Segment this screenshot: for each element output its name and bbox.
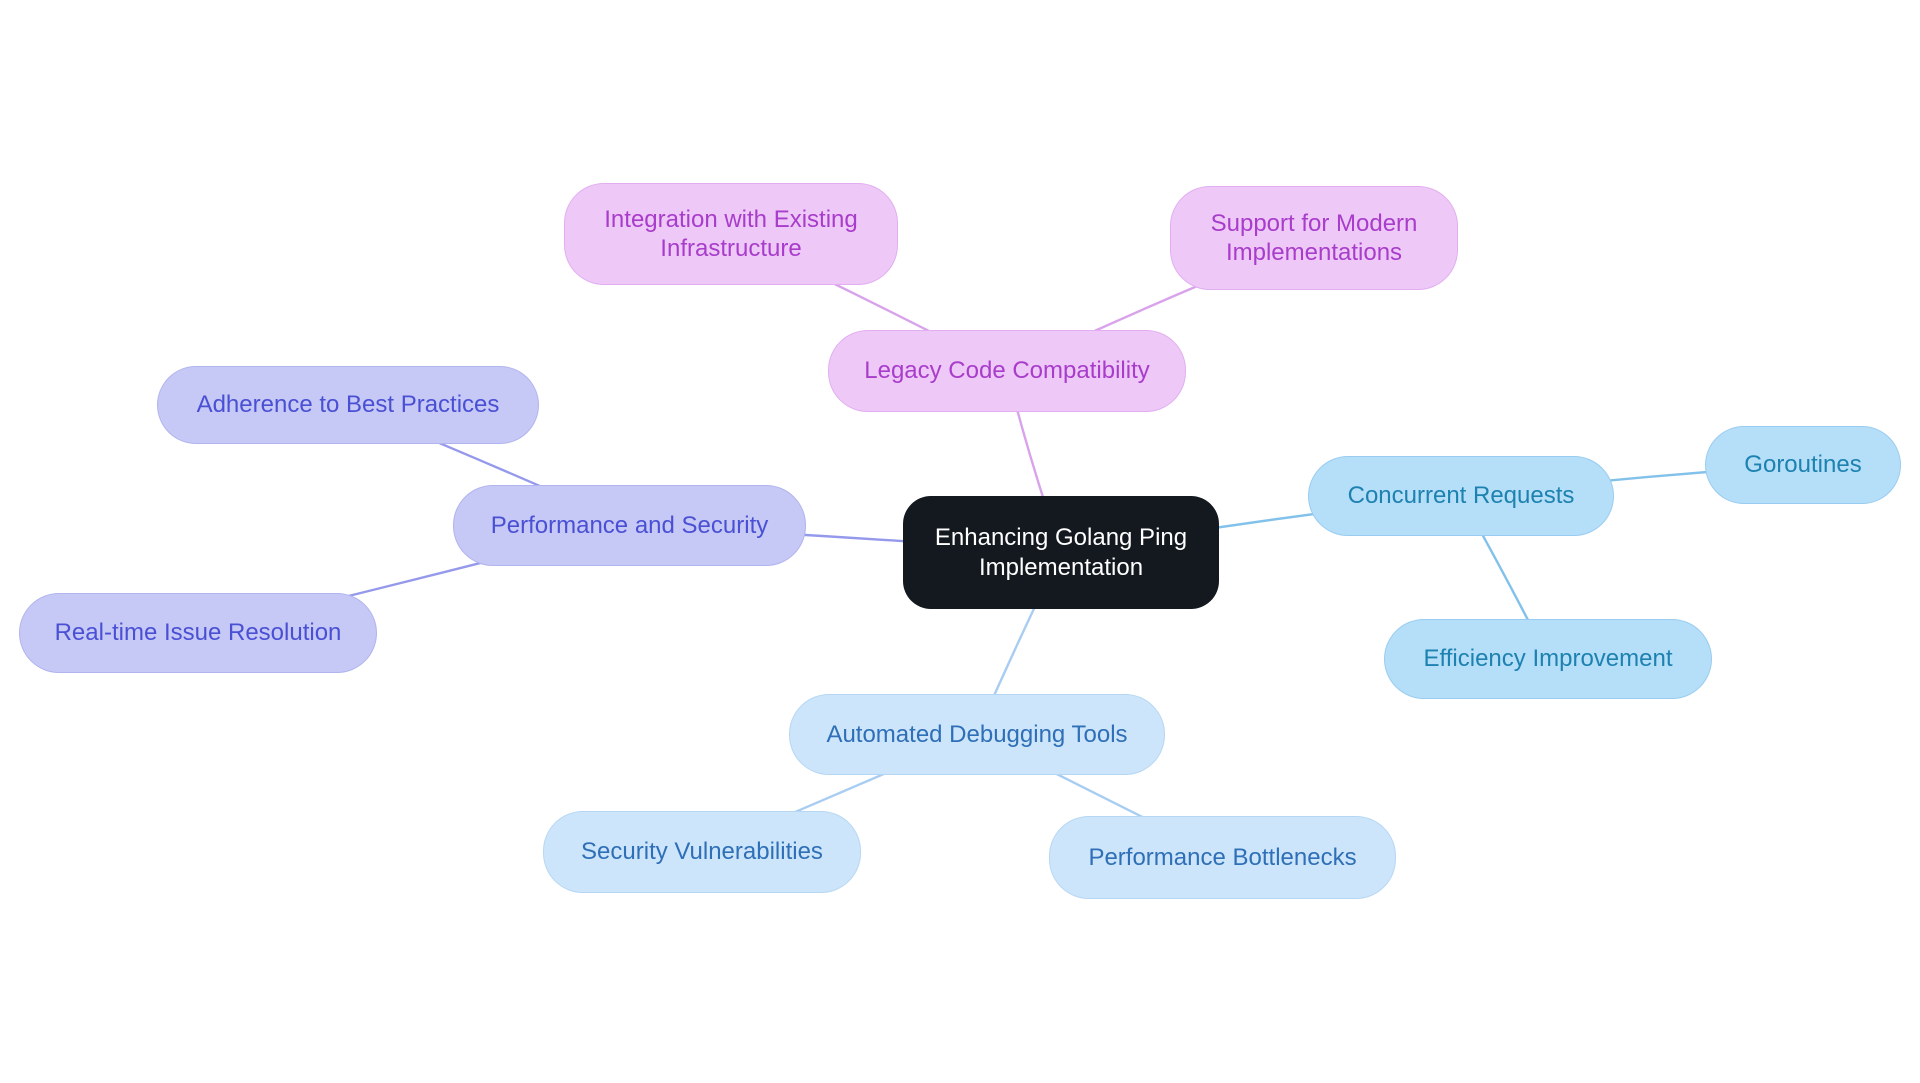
node-goroutines[interactable]: Goroutines [1705,426,1901,504]
node-label: Real-time Issue Resolution [54,619,342,647]
node-performance-and-security[interactable]: Performance and Security [453,485,806,566]
node-security-vulnerabilities[interactable]: Security Vulnerabilities [543,811,861,893]
node-concurrent-requests[interactable]: Concurrent Requests [1308,456,1614,536]
node-efficiency-improvement[interactable]: Efficiency Improvement [1384,619,1712,699]
node-label: Legacy Code Compatibility [864,357,1150,385]
node-label: Integration with Existing Infrastructure [604,205,858,262]
node-label: Security Vulnerabilities [581,838,823,866]
node-real-time-issue-resolution[interactable]: Real-time Issue Resolution [19,593,377,673]
node-label: Support for Modern Implementations [1210,209,1418,266]
node-integration-with-existing-infrastructure[interactable]: Integration with Existing Infrastructure [564,183,898,285]
node-adherence-to-best-practices[interactable]: Adherence to Best Practices [157,366,539,444]
node-automated-debugging-tools[interactable]: Automated Debugging Tools [789,694,1165,775]
node-support-for-modern-implementations[interactable]: Support for Modern Implementations [1170,186,1458,290]
node-performance-bottlenecks[interactable]: Performance Bottlenecks [1049,816,1396,899]
node-label: Automated Debugging Tools [826,720,1128,748]
node-root-label: Enhancing Golang Ping Implementation [934,524,1188,581]
node-label: Performance and Security [490,511,769,539]
node-label: Goroutines [1744,451,1862,479]
node-label: Concurrent Requests [1347,482,1575,510]
node-label: Adherence to Best Practices [196,391,500,419]
node-label: Efficiency Improvement [1423,645,1673,673]
node-root[interactable]: Enhancing Golang Ping Implementation [903,496,1219,609]
node-legacy-code-compatibility[interactable]: Legacy Code Compatibility [828,330,1186,412]
node-label: Performance Bottlenecks [1088,843,1357,871]
